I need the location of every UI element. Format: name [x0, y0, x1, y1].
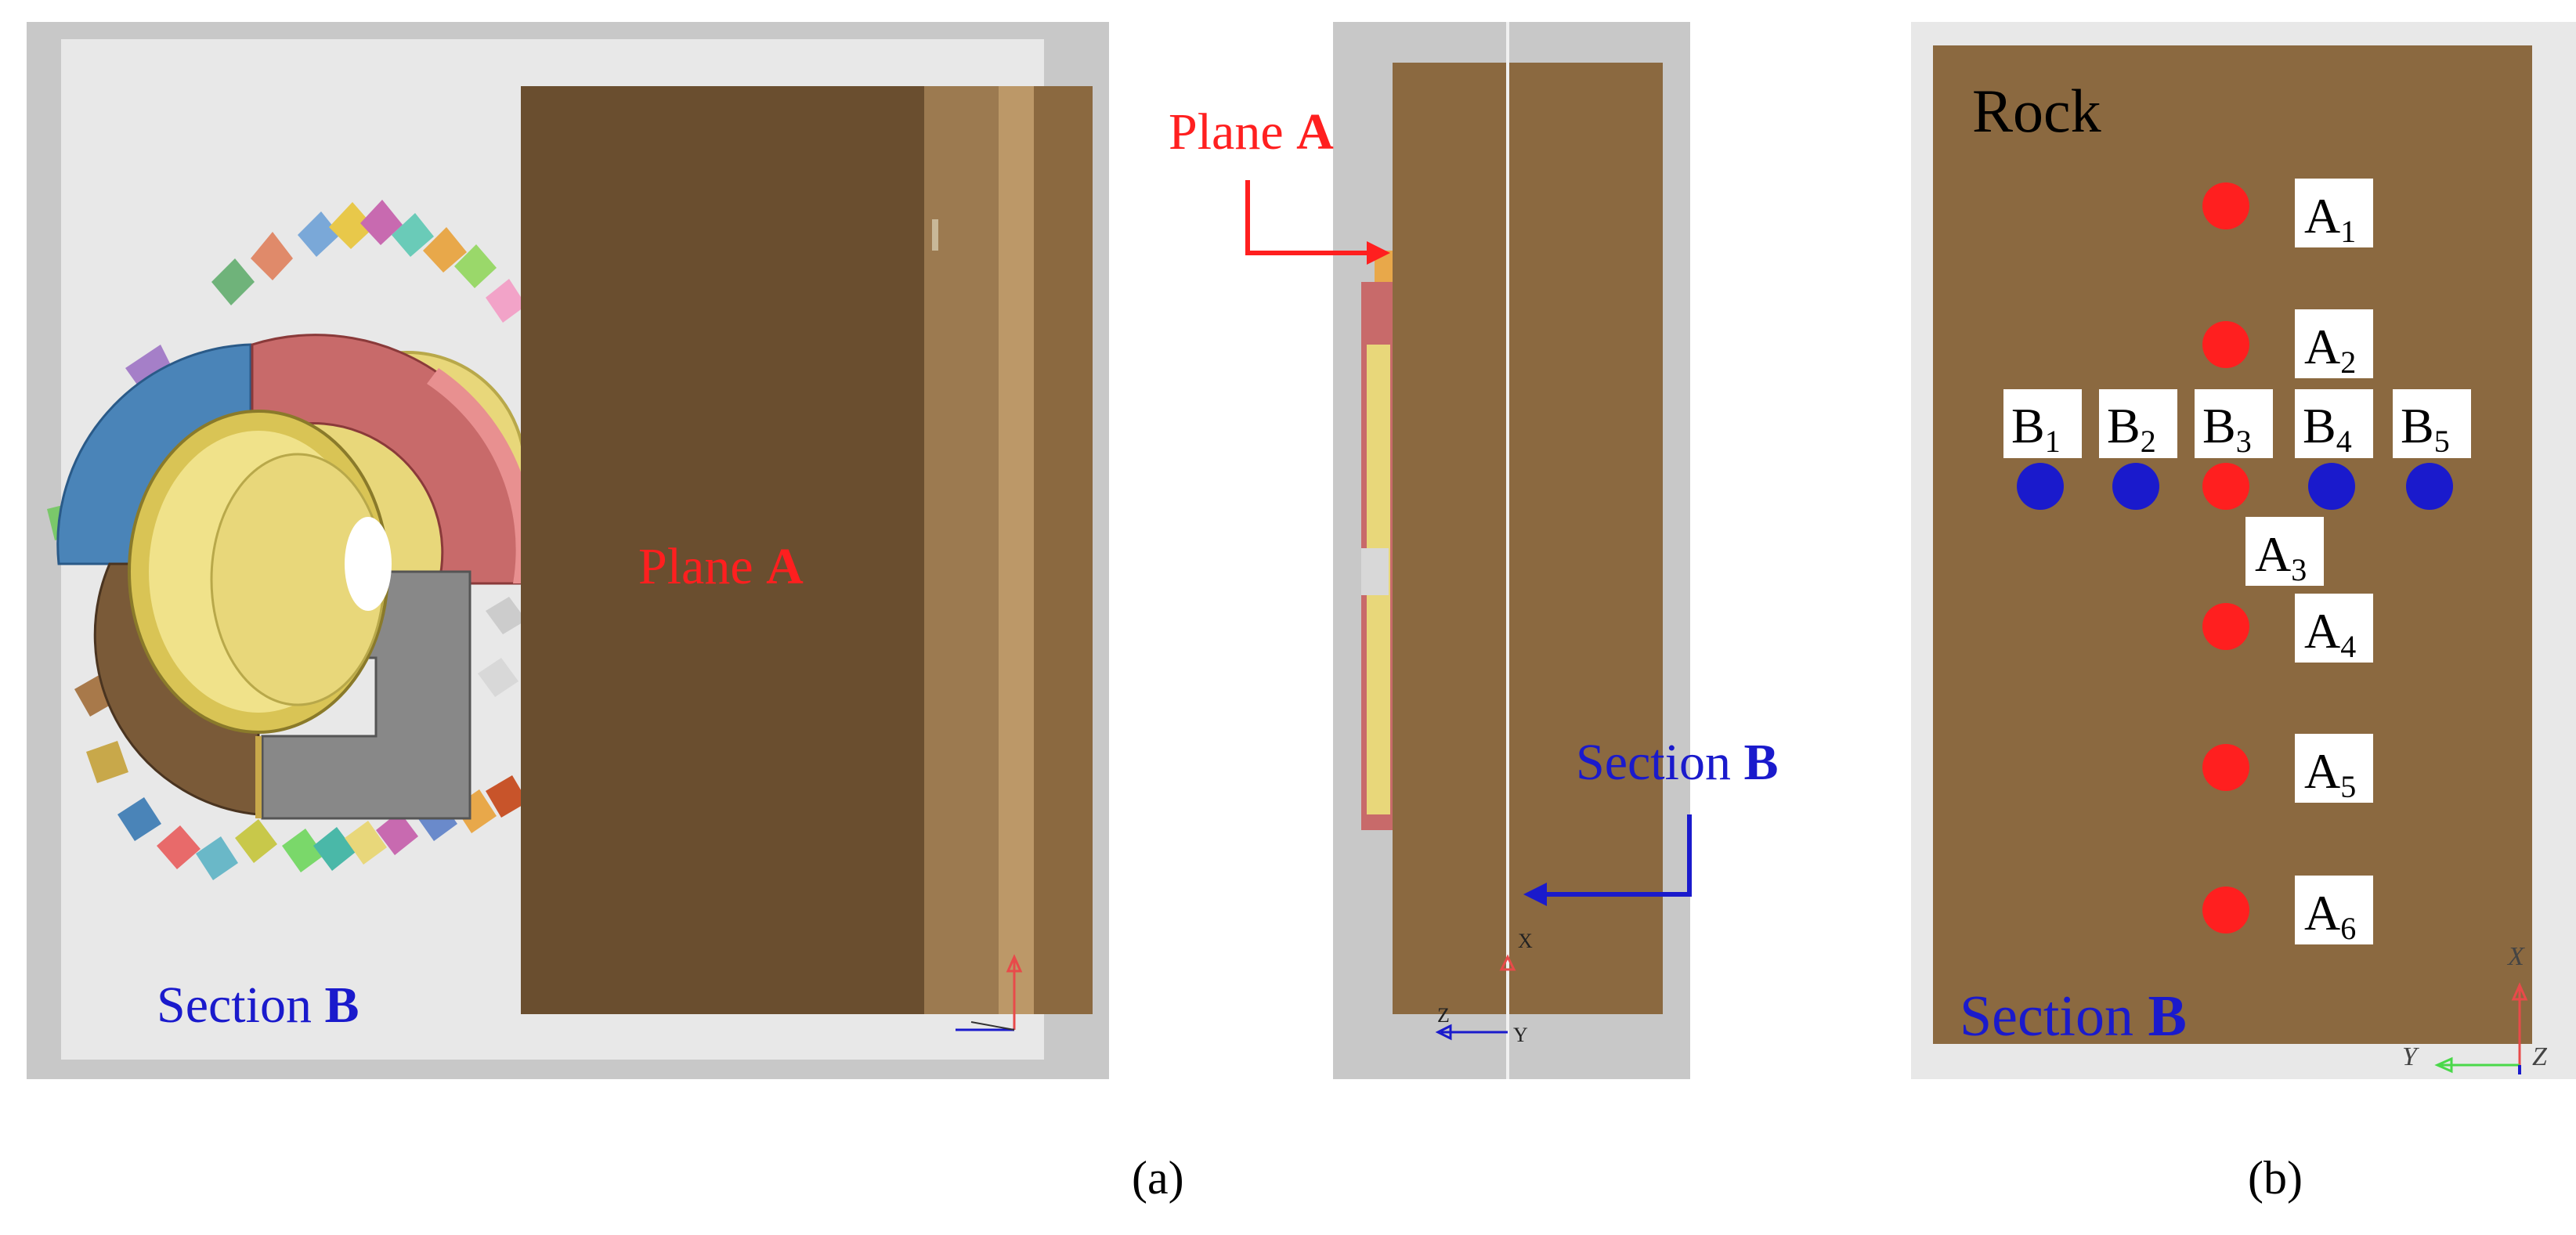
section-b-label: Section B	[157, 977, 359, 1034]
axis-y-label: Y	[2402, 1042, 2419, 1071]
caption-a: (a)	[1132, 1152, 1184, 1204]
plane-a-arrow	[1245, 180, 1390, 265]
label-b3: B3	[2202, 398, 2252, 459]
point-a6	[2202, 887, 2249, 933]
plane-a-label: Plane A	[638, 538, 804, 595]
rock-block-layer-3	[1034, 86, 1093, 1014]
section-b-label: Section B	[1576, 734, 1779, 791]
point-b4	[2308, 463, 2355, 510]
label-b2: B2	[2107, 398, 2156, 459]
axis-x-label: X	[2506, 942, 2525, 971]
section-b-arrow	[1523, 814, 1692, 906]
axis-y-label: Y	[1513, 1024, 1528, 1046]
point-a5	[2202, 744, 2249, 791]
point-a2	[2202, 321, 2249, 368]
label-b5: B5	[2401, 398, 2450, 459]
label-a6: A6	[2304, 885, 2356, 946]
label-b4: B4	[2303, 398, 2352, 459]
axis-x-label: X	[1518, 930, 1533, 952]
label-a4: A4	[2304, 603, 2356, 664]
label-b1: B1	[2011, 398, 2061, 459]
section-b-label: Section B	[1960, 984, 2187, 1049]
axis-z-label: Z	[1437, 1004, 1450, 1027]
rock-label: Rock	[1972, 77, 2101, 145]
rock-block-layer-2	[999, 86, 1034, 1014]
point-a1	[2202, 182, 2249, 229]
point-b5	[2406, 463, 2453, 510]
panel-b-section-view: Rock A1 A2 A3 A4 A5	[1911, 22, 2576, 1079]
point-b2	[2112, 463, 2159, 510]
label-a3: A3	[2255, 526, 2307, 587]
b-points	[2017, 463, 2453, 510]
a-points	[2202, 182, 2249, 933]
point-a4	[2202, 603, 2249, 650]
disc-cutters	[47, 200, 542, 880]
label-a2: A2	[2304, 319, 2356, 380]
point-a3	[2202, 463, 2249, 510]
axis-triad: X Y Z	[1435, 930, 1533, 1046]
plane-a-label: Plane A	[1169, 103, 1334, 161]
a-labels: A1 A2 A3 A4 A5 A6	[2245, 179, 2373, 946]
rock-block-plane-a	[521, 86, 924, 1014]
b-labels: B1 B2 B3 B4 B5	[2003, 389, 2471, 459]
panel-a-side-view: Plane A Section B X Y Z	[1169, 22, 1779, 1079]
axis-z-label: Z	[2532, 1042, 2548, 1071]
label-a5: A5	[2304, 743, 2356, 804]
label-a1: A1	[2304, 188, 2356, 249]
axis-triad	[956, 954, 1023, 1031]
axis-triad: X Y Z	[2402, 942, 2548, 1074]
panel-a-cutterhead-view: Plane A Section B	[27, 22, 1109, 1079]
point-b1	[2017, 463, 2064, 510]
caption-b: (b)	[2248, 1152, 2303, 1204]
cutter-head	[47, 200, 542, 880]
rock-block-side	[1393, 63, 1663, 1014]
